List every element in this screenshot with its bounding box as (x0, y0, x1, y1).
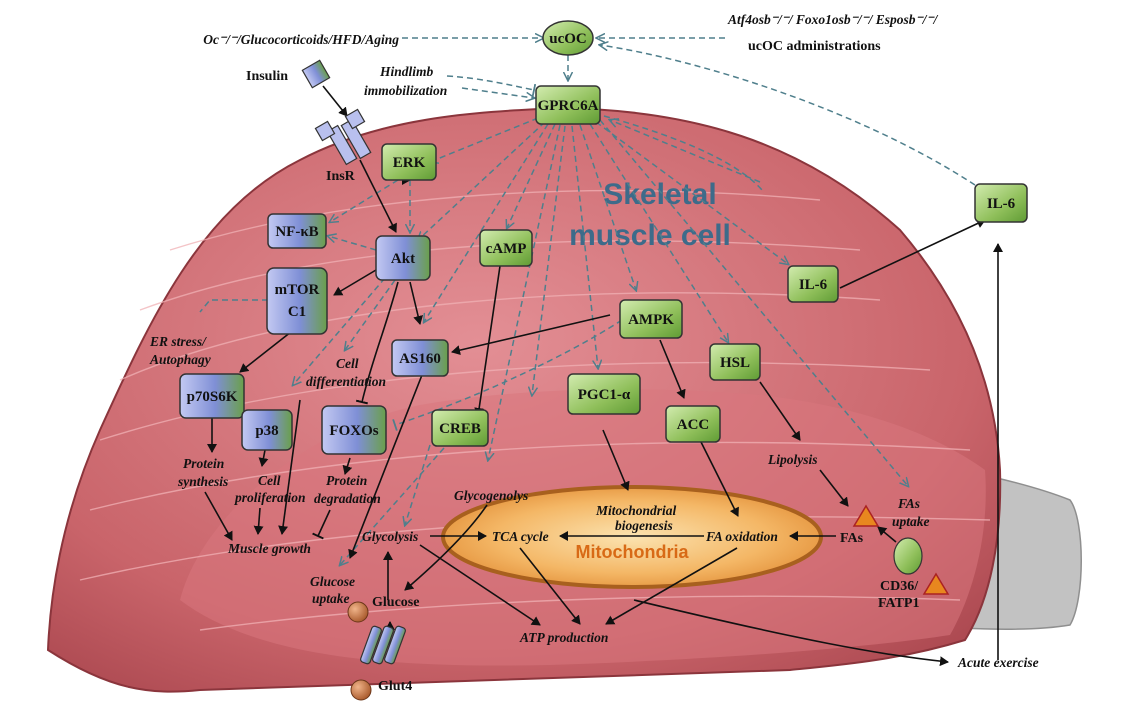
label-acute-exercise: Acute exercise (957, 655, 1039, 670)
label-hindlimb-1: Hindlimb (379, 64, 434, 79)
node-il6-muscle: IL-6 (787, 265, 839, 303)
svg-text:mTOR: mTOR (275, 282, 320, 298)
svg-text:AMPK: AMPK (628, 312, 674, 328)
svg-text:CREB: CREB (439, 421, 481, 437)
mitochondria-label: Mitochondria (576, 542, 690, 562)
node-ucoc: ucOC (542, 20, 594, 56)
node-ampk: AMPK (619, 299, 683, 339)
label-mito-bio-1: Mitochondrial (595, 503, 677, 518)
label-glucose-uptake-2: uptake (312, 591, 350, 606)
title-line2: muscle cell (569, 219, 731, 252)
solid-arrows (204, 85, 1003, 667)
label-lipolysis: Lipolysis (767, 452, 818, 467)
cd36-transporter-icon (893, 537, 923, 575)
node-foxos: FOXOs (321, 405, 387, 455)
svg-text:AS160: AS160 (399, 351, 441, 367)
node-camp: cAMP (479, 229, 533, 267)
label-glycolysis: Glycolysis (362, 529, 418, 544)
node-as160: AS160 (391, 339, 449, 377)
node-akt: Akt (375, 235, 431, 281)
svg-text:ucOC: ucOC (549, 31, 587, 47)
node-p70s6k: p70S6K (179, 373, 245, 419)
svg-text:p70S6K: p70S6K (187, 389, 238, 405)
fa-triangle-icon (852, 504, 880, 527)
label-protein-synth-1: Protein (183, 456, 224, 471)
node-hsl: HSL (709, 343, 761, 381)
label-fas: FAs (840, 531, 864, 546)
label-right-conditions-2: ucOC administrations (748, 39, 881, 54)
glucose-outside-icon (350, 679, 372, 701)
node-il6-outside: IL-6 (974, 183, 1028, 223)
label-er-stress-1: ER stress/ (149, 334, 207, 349)
svg-text:PGC1-α: PGC1-α (578, 387, 631, 403)
node-pgc1a: PGC1-α (567, 373, 641, 415)
label-protein-synth-2: synthesis (177, 474, 228, 489)
svg-text:NF-κB: NF-κB (275, 224, 318, 240)
label-glucose: Glucose (372, 595, 419, 610)
svg-text:cAMP: cAMP (486, 241, 527, 257)
label-glucose-uptake-1: Glucose (310, 574, 355, 589)
node-erk: ERK (381, 143, 437, 181)
node-creb: CREB (431, 409, 489, 447)
fa-triangle-outside-icon (922, 572, 950, 595)
label-cell-diff-2: differentiation (306, 374, 386, 389)
node-gprc6a: GPRC6A (535, 85, 601, 125)
label-protein-degr-2: degradation (314, 491, 381, 506)
label-muscle-growth: Muscle growth (227, 541, 311, 556)
insulin-receptor-icon (314, 108, 372, 166)
node-nfkb: NF-κB (267, 213, 327, 249)
svg-text:Akt: Akt (391, 251, 415, 267)
glucose-molecule-icon (347, 601, 369, 623)
label-hindlimb-2: immobilization (364, 83, 447, 98)
node-acc: ACC (665, 405, 721, 443)
svg-text:HSL: HSL (720, 355, 750, 371)
label-cd36-1: CD36/ (880, 579, 919, 594)
svg-text:C1: C1 (288, 304, 306, 320)
mitochondria-shape (441, 485, 823, 589)
svg-text:IL-6: IL-6 (987, 196, 1016, 212)
svg-text:IL-6: IL-6 (799, 277, 828, 293)
muscle-fibres (79, 189, 991, 631)
label-fa-oxidation: FA oxidation (705, 529, 778, 544)
label-cell-diff-1: Cell (336, 356, 359, 371)
node-mtorc1: mTOR C1 (266, 267, 328, 335)
label-glut4: Glut4 (378, 679, 412, 694)
dashed-arrows (199, 38, 976, 565)
label-er-stress-2: Autophagy (149, 352, 212, 367)
svg-text:ERK: ERK (393, 155, 426, 171)
label-tca-cycle: TCA cycle (492, 529, 549, 544)
label-atp-production: ATP production (519, 630, 608, 645)
glut4-transporter-icon (360, 625, 406, 665)
svg-text:ACC: ACC (677, 417, 710, 433)
svg-text:FOXOs: FOXOs (329, 423, 378, 439)
title-line1: Skeletal (603, 178, 716, 211)
label-fas-uptake-1: FAs (897, 496, 920, 511)
svg-text:p38: p38 (255, 423, 278, 439)
label-right-conditions-1: Atf4osb⁻/⁻/ Foxo1osb⁻/⁻/ Esposb⁻/⁻/ (727, 12, 939, 27)
label-insr: InsR (326, 169, 356, 184)
label-left-conditions: Oc⁻/⁻/Glucocorticoids/HFD/Aging (203, 32, 399, 47)
svg-text:GPRC6A: GPRC6A (538, 98, 599, 114)
label-cell-prolif-1: Cell (258, 473, 281, 488)
label-insulin: Insulin (246, 69, 288, 84)
label-fas-uptake-2: uptake (892, 514, 930, 529)
label-protein-degr-1: Protein (326, 473, 367, 488)
label-mito-bio-2: biogenesis (615, 518, 673, 533)
insulin-molecule-icon (301, 59, 331, 89)
label-glycogenolysis: Glycogenolys (454, 488, 528, 503)
label-cell-prolif-2: proliferation (234, 490, 306, 505)
node-p38: p38 (241, 409, 293, 451)
label-cd36-2: FATP1 (878, 596, 919, 611)
